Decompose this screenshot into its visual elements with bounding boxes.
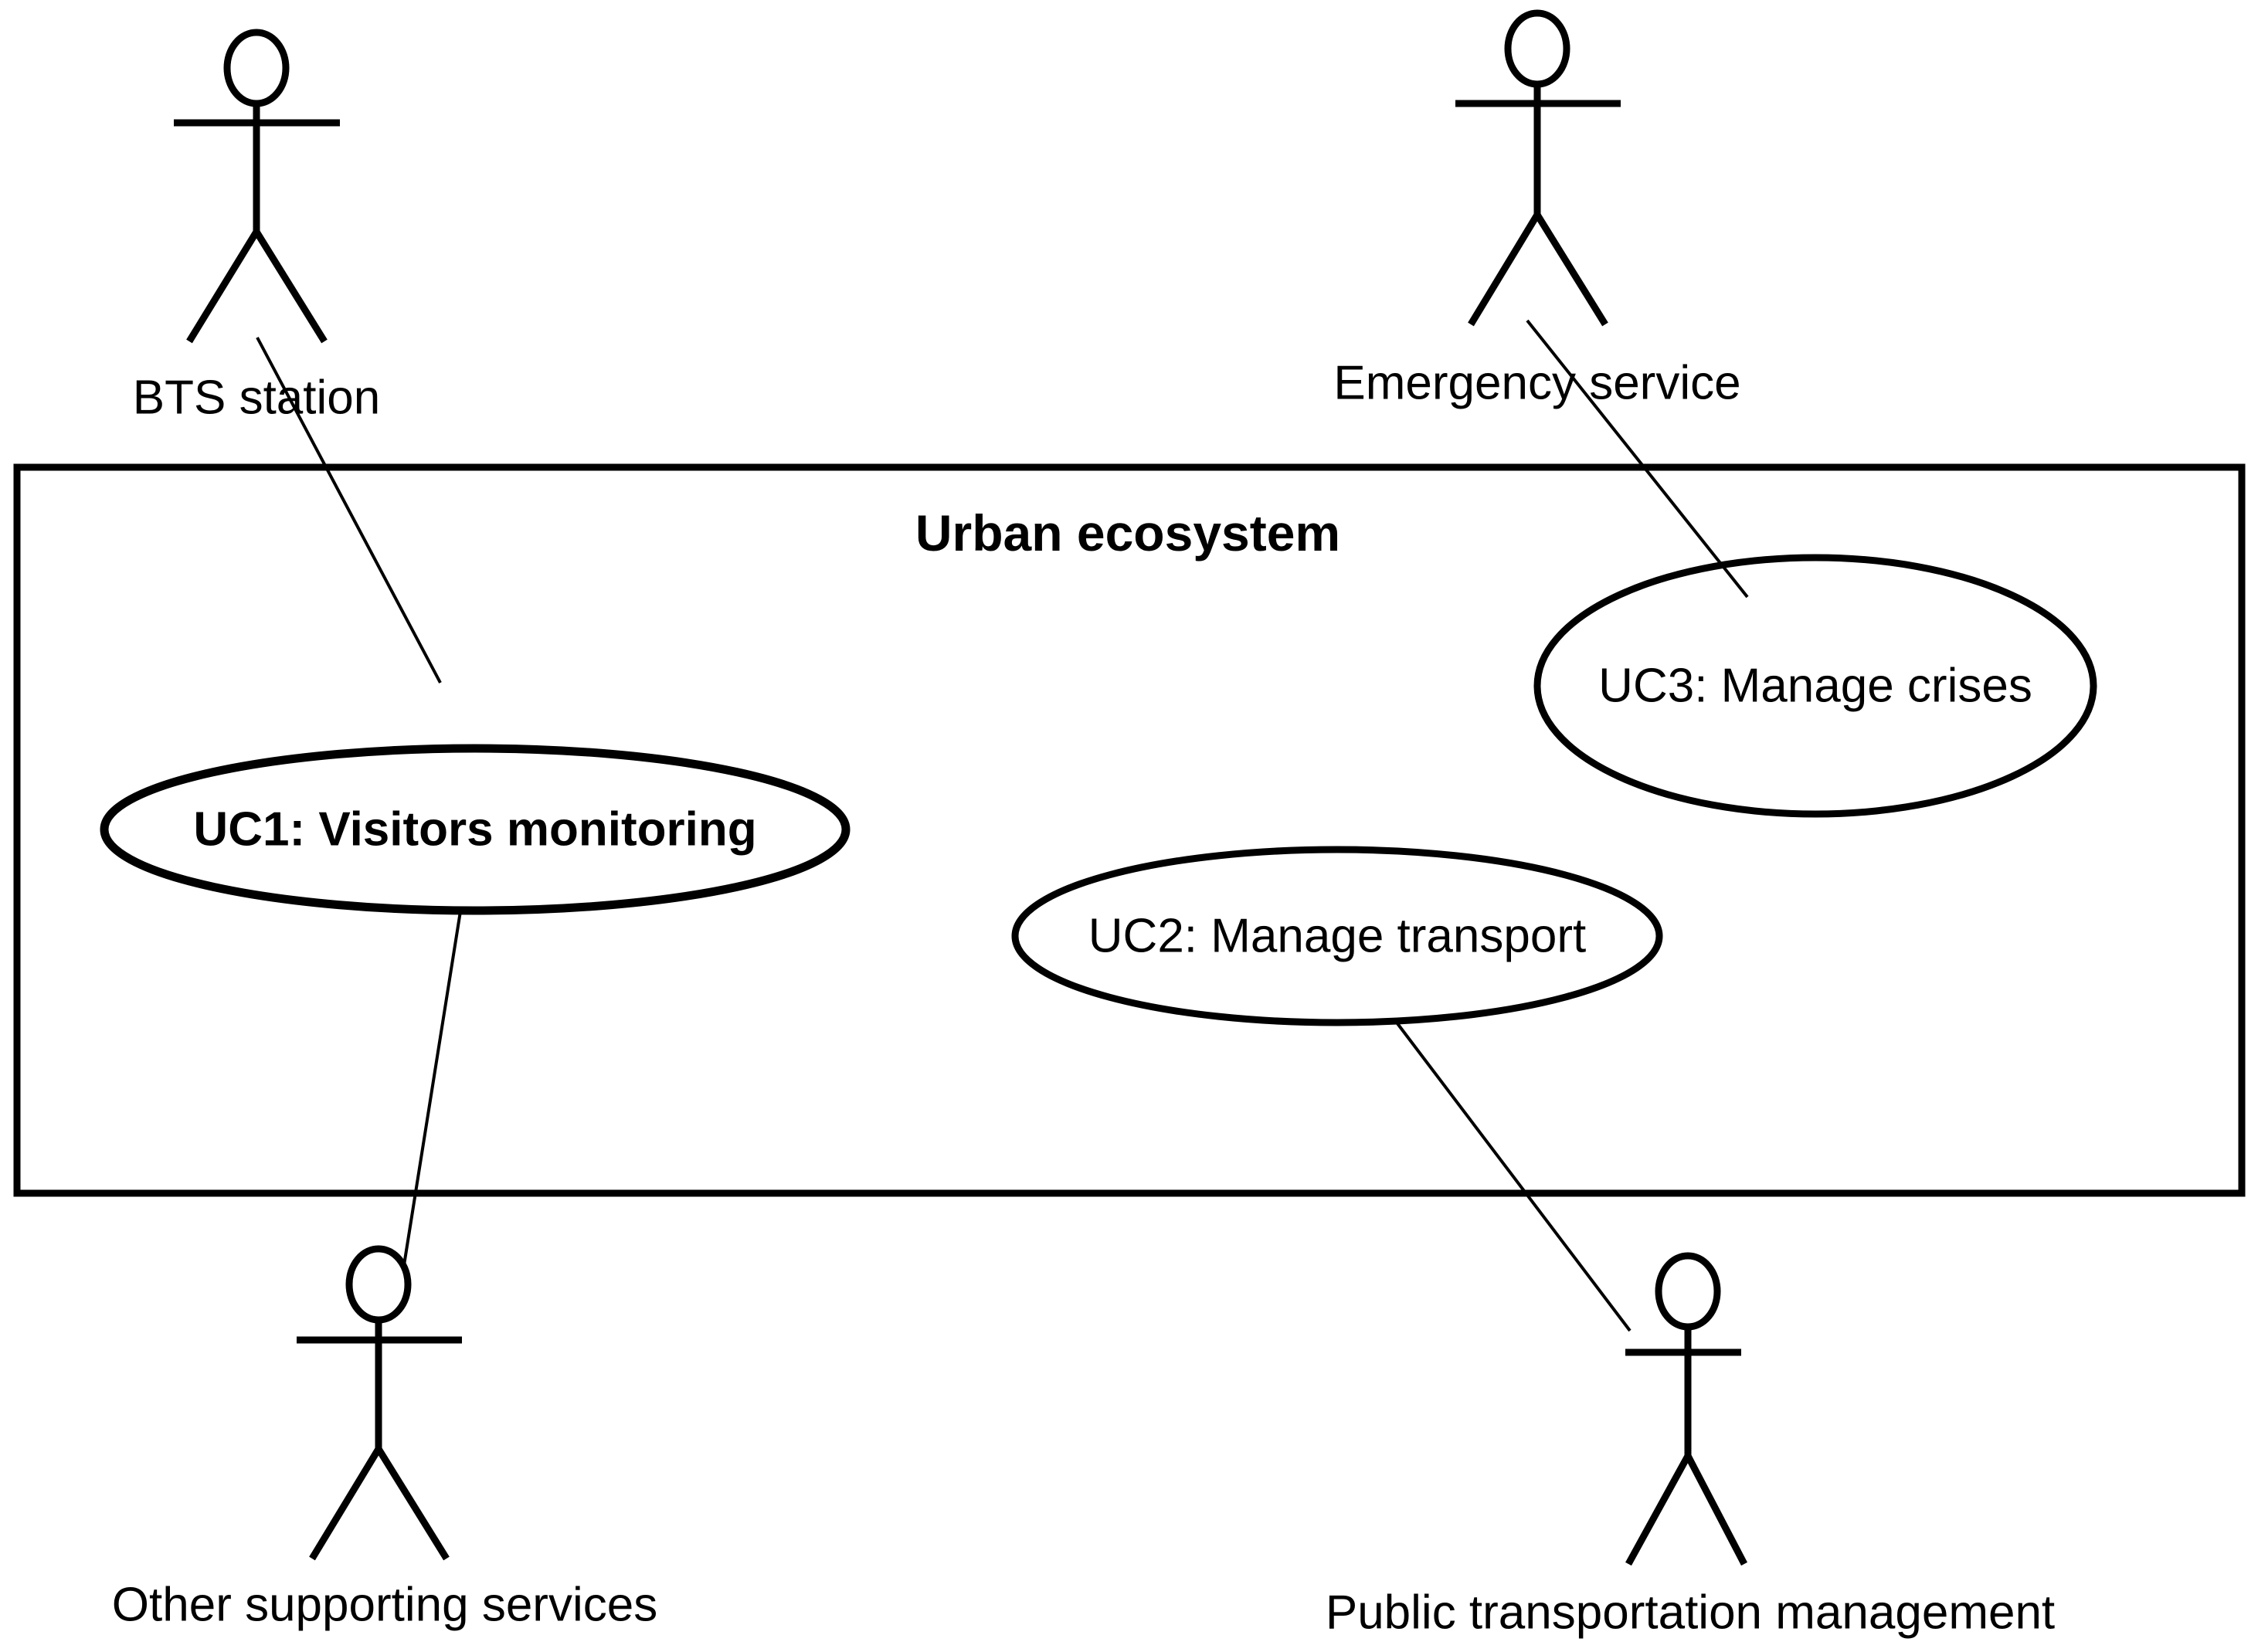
use-case-ellipse-uc2[interactable] [1011,846,1663,1026]
use-case-label-uc1[interactable]: UC1: Visitors monitoring [193,802,757,857]
use-case-ellipse-uc3[interactable] [1533,554,2097,818]
actor-right-leg-line [375,1447,450,1561]
actor-label-emergency-service: Emergency service [1333,356,1741,410]
use-case-label-uc2[interactable]: UC2: Manage transport [1088,909,1587,963]
actor-left-leg-line [309,1447,382,1561]
actor-head-icon [1504,9,1570,88]
association-line-uc1-to-other-supporting [402,911,462,1266]
actor-label-other-supporting-services: Other supporting services [111,1578,658,1632]
actor-emergency-service[interactable] [1455,9,1621,327]
actor-head-icon [1655,1252,1721,1331]
actor-bts-station[interactable] [174,29,340,344]
use-case-ellipse-uc1[interactable] [100,744,851,915]
actor-head-icon [345,1245,412,1324]
association-lines [256,319,1749,1332]
association-line-uc2-to-public-transport [1393,1018,1632,1332]
actor-right-leg-line [1685,1454,1747,1566]
actor-other-supporting-services[interactable] [297,1245,462,1561]
system-title: Urban ecosystem [915,504,1341,561]
association-line-emergency-to-uc3 [1526,319,1749,599]
actor-right-leg-line [1534,212,1608,327]
actor-public-transportation-management[interactable] [1625,1252,1747,1566]
association-line-bts-to-uc1 [256,337,442,684]
use-case-label-uc3[interactable]: UC3: Manage crises [1598,659,2032,713]
actor-left-leg-line [1468,212,1540,327]
actor-right-leg-line [253,229,328,344]
system-boundary-box [13,463,2246,1197]
actor-label-bts-station: BTS station [132,371,381,425]
actor-head-icon [223,29,290,107]
actor-left-leg-line [186,229,260,344]
actor-label-public-transportation-management: Public transportation management [1325,1586,2056,1640]
actor-left-leg-line [1625,1454,1691,1566]
